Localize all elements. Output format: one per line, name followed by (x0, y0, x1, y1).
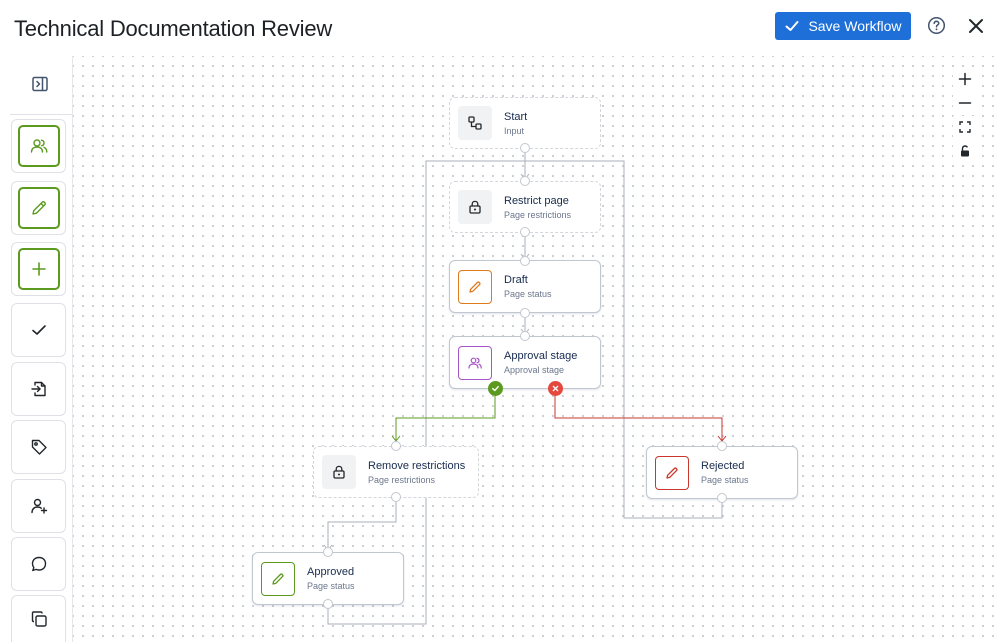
port-approval-in[interactable] (520, 331, 530, 341)
pencil-icon (272, 572, 284, 585)
zoom-in-button[interactable] (953, 68, 977, 90)
node-approved-icon-box (261, 561, 295, 596)
file-import-icon (30, 381, 46, 397)
node-restrict-icon-box (458, 190, 492, 224)
user-add-icon (30, 498, 47, 514)
tool-comment[interactable] (11, 537, 66, 591)
port-restrict-in[interactable] (520, 176, 530, 186)
port-approved-in[interactable] (323, 547, 333, 557)
port-remove-out[interactable] (391, 492, 401, 502)
node-title: Approved (307, 566, 355, 578)
reject-output-port[interactable] (548, 381, 563, 396)
node-title: Draft (504, 274, 528, 286)
approve-output-port[interactable] (488, 381, 503, 396)
node-rejected-icon-box (655, 455, 689, 490)
pencil-icon (666, 466, 678, 479)
node-subtitle: Page restrictions (368, 474, 436, 485)
port-rejected-out[interactable] (717, 493, 727, 503)
lock-icon (961, 145, 969, 157)
port-remove-in[interactable] (391, 441, 401, 451)
node-title: Remove restrictions (368, 459, 466, 472)
page-title: Technical Documentation Review (14, 16, 333, 41)
port-approved-out[interactable] (323, 599, 333, 609)
node-remove-icon-box (322, 455, 356, 489)
node-subtitle: Approval stage (504, 365, 565, 375)
tool-highlight (17, 125, 60, 167)
port-restrict-out[interactable] (520, 227, 530, 237)
node-draft-icon-box (458, 269, 492, 304)
fit-view-icon (959, 121, 971, 133)
node-title: Restrict page (504, 194, 569, 207)
node-start-icon-box (458, 106, 492, 140)
pencil-icon (31, 201, 46, 215)
close-icon (552, 385, 559, 392)
node-subtitle: Page status (701, 475, 749, 485)
check-icon (31, 325, 46, 335)
tool-copy[interactable] (11, 595, 66, 642)
tool-add[interactable] (11, 242, 66, 296)
tool-import[interactable] (11, 362, 66, 416)
copy-icon (31, 611, 47, 627)
tool-page-status[interactable] (11, 181, 66, 235)
lock-icon (333, 465, 345, 479)
pencil-icon (469, 280, 481, 293)
users-icon (468, 357, 482, 369)
zoom-in-icon (958, 72, 972, 86)
node-title: Approval stage (504, 350, 578, 362)
fit-view-button[interactable] (953, 116, 977, 138)
toolbar-divider (10, 114, 72, 115)
lock-button[interactable] (953, 140, 977, 162)
port-draft-out[interactable] (520, 308, 530, 318)
node-subtitle: Page status (504, 289, 552, 299)
check-icon (785, 21, 799, 31)
tool-approval-stage[interactable] (11, 119, 66, 173)
port-draft-in[interactable] (520, 256, 530, 266)
close-icon[interactable] (966, 16, 986, 36)
port-start-out[interactable] (520, 143, 530, 153)
plus-icon (31, 262, 46, 276)
users-icon (30, 139, 47, 153)
node-title: Start (504, 110, 528, 123)
comment-icon (31, 556, 46, 572)
node-subtitle: Page restrictions (504, 209, 572, 220)
help-circle-icon[interactable] (927, 16, 946, 35)
tag-icon (31, 439, 47, 455)
node-title: Rejected (701, 460, 745, 472)
tool-add-user[interactable] (11, 479, 66, 533)
panel-collapse-icon[interactable] (30, 74, 50, 94)
zoom-out-button[interactable] (953, 92, 977, 114)
save-workflow-button[interactable]: Save Workflow (775, 12, 911, 40)
lock-icon (469, 200, 481, 214)
node-subtitle: Input (504, 125, 525, 136)
tool-tag[interactable] (11, 420, 66, 474)
flow-start-icon (468, 116, 482, 130)
node-approval-icon-box (458, 345, 492, 380)
node-subtitle: Page status (307, 581, 355, 591)
save-workflow-label: Save Workflow (808, 18, 902, 34)
sidebar-divider (72, 56, 73, 642)
tool-highlight (17, 248, 60, 290)
tool-highlight (17, 187, 60, 229)
check-icon (492, 385, 499, 392)
zoom-out-icon (958, 102, 972, 104)
tool-check[interactable] (11, 303, 66, 357)
port-rejected-in[interactable] (717, 441, 727, 451)
